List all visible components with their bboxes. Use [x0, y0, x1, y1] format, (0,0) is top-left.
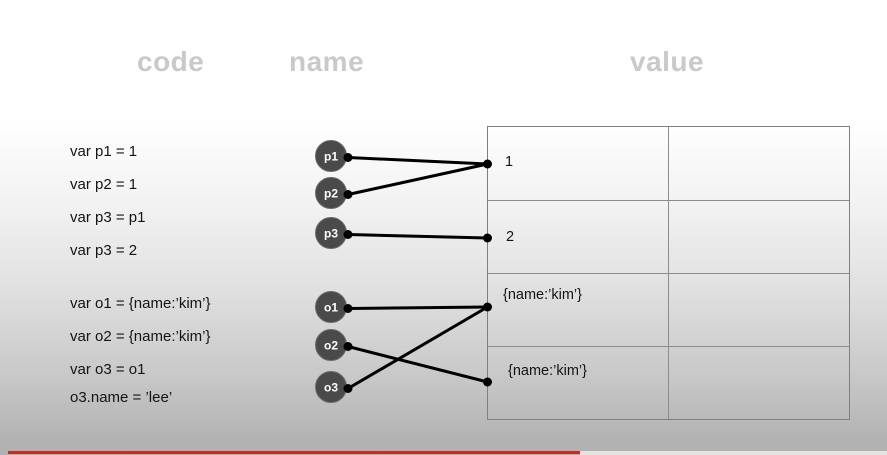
node-endpoint-dot-o1	[343, 304, 353, 313]
connector-line-p1	[347, 156, 488, 166]
code-line: var p2 = 1	[70, 176, 138, 193]
name-node-p3	[315, 217, 347, 249]
video-progress-played[interactable]	[8, 451, 580, 454]
node-endpoint-dot-p2	[343, 190, 353, 199]
value-cell: {name:’kim’}	[488, 347, 669, 419]
connector-line-o2	[347, 345, 488, 384]
connector-line-p3	[347, 233, 488, 240]
name-node-label-p2: p2	[324, 187, 338, 201]
column-header-code: code	[137, 46, 205, 77]
value-table-row: {name:’kim’}	[488, 273, 849, 346]
connector-line-p2	[347, 162, 488, 196]
name-node-o1	[315, 291, 347, 323]
name-node-label-p3: p3	[324, 227, 338, 241]
value-cell-empty	[669, 201, 849, 273]
value-table-row: 1	[488, 127, 849, 200]
value-cell: 2	[488, 201, 669, 273]
name-node-o2	[315, 329, 347, 361]
value-cell: 1	[488, 127, 669, 200]
connector-line-o1	[347, 305, 488, 310]
code-line: var o3 = o1	[70, 361, 146, 378]
code-line: var o1 = {name:’kim’}	[70, 295, 211, 312]
name-node-label-p1: p1	[324, 150, 338, 164]
value-cell: {name:’kim’}	[488, 274, 669, 346]
code-line: var p3 = 2	[70, 242, 138, 259]
video-progress-track[interactable]	[580, 451, 887, 455]
name-node-label-o2: o2	[324, 339, 338, 353]
code-line: var o2 = {name:’kim’}	[70, 328, 211, 345]
code-line: var p3 = p1	[70, 209, 146, 226]
column-header-name: name	[289, 46, 365, 77]
connector-line-o3	[347, 305, 489, 390]
name-node-o3	[315, 371, 347, 403]
value-table-row: 2	[488, 200, 849, 273]
value-table-row: {name:’kim’}	[488, 346, 849, 419]
name-node-label-o3: o3	[324, 381, 338, 395]
code-line: o3.name = ’lee’	[70, 389, 173, 406]
node-endpoint-dot-p1	[343, 153, 353, 162]
name-node-p1	[315, 140, 347, 172]
column-header-value: value	[630, 46, 705, 77]
node-endpoint-dot-o2	[343, 342, 353, 351]
node-endpoint-dot-p3	[343, 230, 353, 239]
node-endpoint-dot-o3	[343, 384, 353, 393]
value-cell-empty	[669, 127, 849, 200]
name-node-label-o1: o1	[324, 301, 338, 315]
value-cell-empty	[669, 274, 849, 346]
code-line: var p1 = 1	[70, 143, 138, 160]
value-cell-empty	[669, 347, 849, 419]
name-node-p2	[315, 177, 347, 209]
